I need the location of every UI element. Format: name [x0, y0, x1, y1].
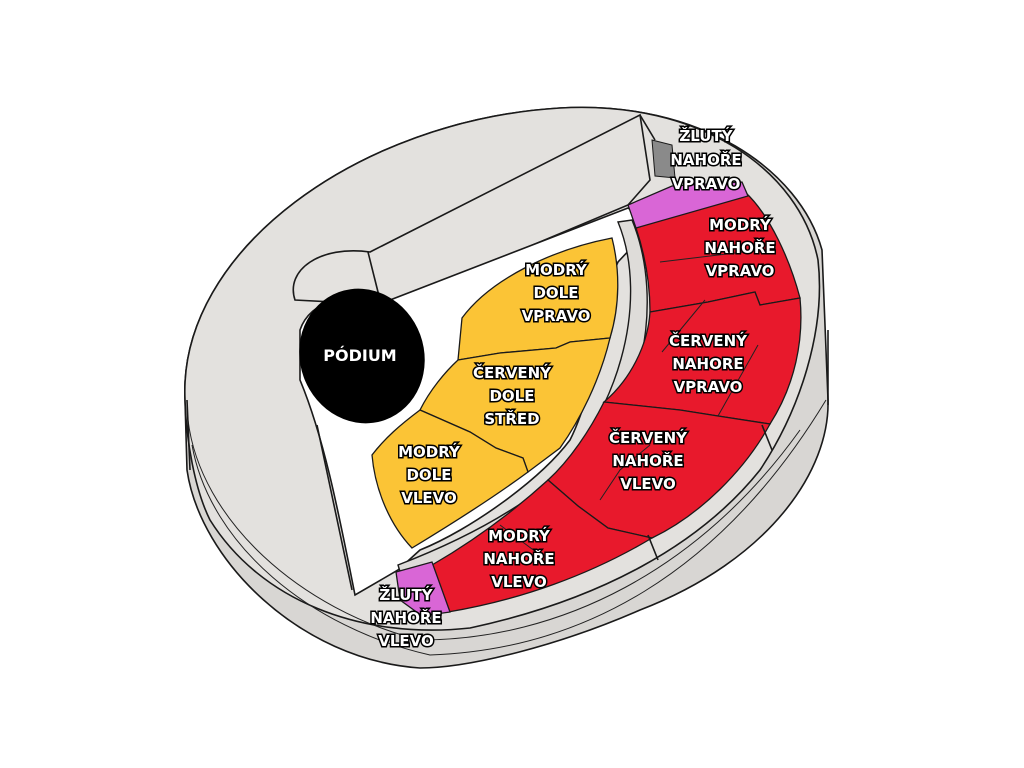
- label-line: NAHOŘE: [370, 608, 441, 627]
- section-zluty-nahore-vpravo[interactable]: [627, 181, 749, 229]
- label-modry-dole-vlevo: MODRÝ DOLE VLEVO: [397, 441, 463, 509]
- label-cerveny-dole-stred: ČERVENÝ DOLE STŘED: [471, 362, 553, 430]
- label-line: VLEVO: [491, 573, 547, 591]
- label-modry-nahore-vpravo: MODRÝ NAHOŘE VPRAVO: [703, 214, 777, 282]
- label-line: ŽLUTÝ: [679, 126, 733, 145]
- label-line: MODRÝ: [709, 215, 772, 234]
- label-line: VLEVO: [620, 475, 676, 493]
- label-line: ČERVENÝ: [609, 428, 688, 447]
- label-line: DOLE: [489, 387, 534, 405]
- label-line: VLEVO: [378, 632, 434, 650]
- label-line: VPRAVO: [706, 262, 775, 280]
- label-cerveny-nahore-vpravo: ČERVENÝ NAHORE VPRAVO: [667, 330, 749, 398]
- label-line: MODRÝ: [525, 260, 588, 279]
- label-line: NAHOŘE: [612, 451, 683, 470]
- label-line: DOLE: [406, 466, 451, 484]
- podium-label: PÓDIUM: [323, 346, 396, 365]
- label-line: ŽLUTÝ: [379, 585, 433, 604]
- label-line: STŘED: [484, 409, 539, 428]
- label-line: NAHORE: [672, 355, 743, 373]
- back-wall-gap: [651, 139, 676, 179]
- label-line: NAHOŘE: [704, 238, 775, 257]
- label-modry-nahore-vlevo: MODRÝ NAHOŘE VLEVO: [482, 525, 556, 593]
- back-wall: [292, 113, 651, 306]
- section-modry-nahore-vlevo[interactable]: [431, 479, 654, 613]
- label-line: VLEVO: [401, 489, 457, 507]
- label-cerveny-nahore-vlevo: ČERVENÝ NAHOŘE VLEVO: [607, 427, 689, 495]
- label-modry-dole-vpravo: MODRÝ DOLE VPRAVO: [520, 259, 592, 327]
- section-modry-dole-vlevo[interactable]: [371, 409, 529, 549]
- label-line: VPRAVO: [672, 175, 741, 193]
- label-line: DOLE: [533, 284, 578, 302]
- label-zluty-nahore-vlevo: ŽLUTÝ NAHOŘE VLEVO: [369, 584, 443, 652]
- label-line: NAHOŘE: [483, 549, 554, 568]
- label-line: ČERVENÝ: [669, 331, 748, 350]
- section-cerveny-nahore-vlevo[interactable]: [547, 401, 772, 539]
- section-zluty-nahore-vlevo[interactable]: [395, 561, 451, 617]
- label-line: MODRÝ: [398, 442, 461, 461]
- podium[interactable]: [280, 271, 443, 441]
- section-cerveny-dole-stred[interactable]: [419, 337, 611, 474]
- label-line: NAHOŘE: [670, 150, 741, 169]
- label-zluty-nahore-vpravo: ŽLUTÝ NAHOŘE VPRAVO: [669, 125, 743, 195]
- label-line: MODRÝ: [488, 526, 551, 545]
- label-line: ČERVENÝ: [473, 363, 552, 382]
- label-line: VPRAVO: [522, 307, 591, 325]
- label-line: VPRAVO: [674, 378, 743, 396]
